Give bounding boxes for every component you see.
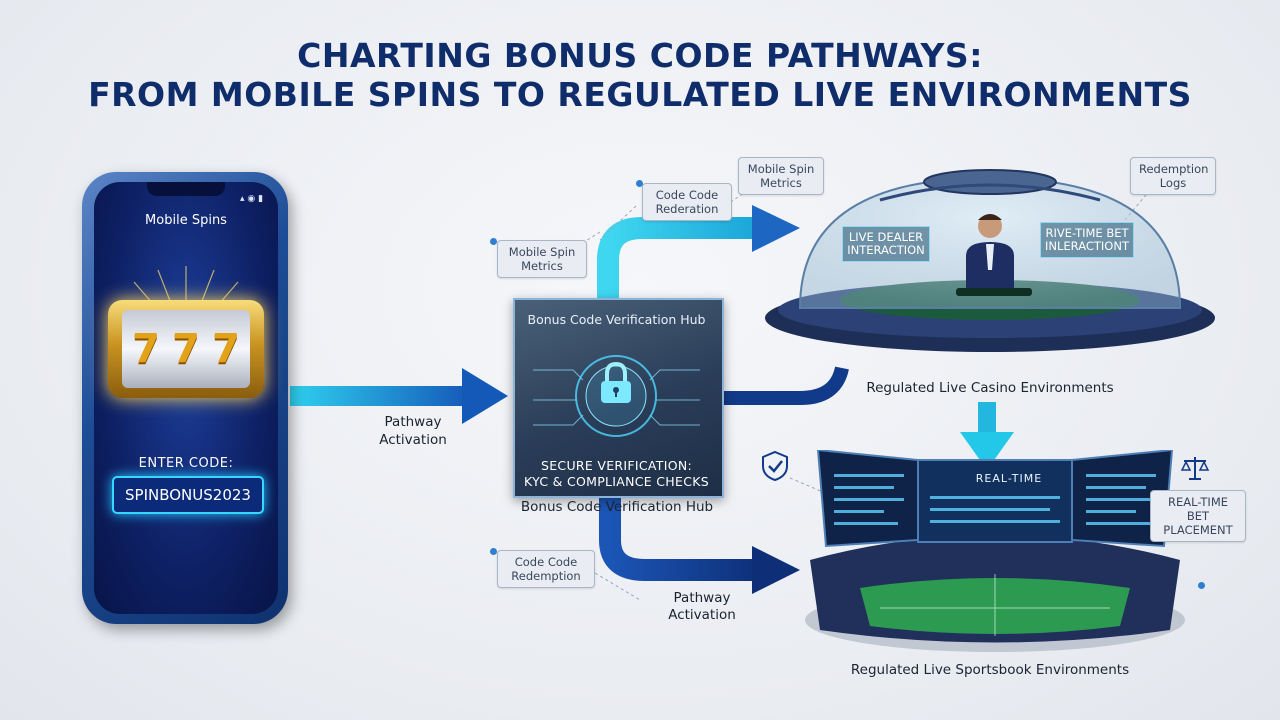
chip-text: Metrics bbox=[521, 259, 563, 273]
chip-text: Rederation bbox=[655, 202, 719, 216]
chip-text: PLACEMENT bbox=[1163, 523, 1233, 537]
chip-text: Code Code bbox=[655, 188, 719, 202]
chip-marker-dot bbox=[490, 238, 497, 245]
chip-mobile-spin-metrics-top: Mobile Spin Metrics bbox=[738, 157, 824, 195]
hub-title: Bonus Code Verification Hub bbox=[527, 312, 706, 327]
live-casino-dome bbox=[765, 169, 1215, 352]
chip-marker-dot bbox=[636, 180, 643, 187]
hub-subtitle-2: KYC & COMPLIANCE CHECKS bbox=[524, 474, 709, 489]
pathway-activation-label-2: Activation bbox=[379, 432, 447, 448]
pathway-activation-bottom-2: Activation bbox=[668, 607, 736, 623]
dome-panel-right: RIVE-TIME BET INLERACTIONT bbox=[1040, 222, 1134, 258]
slot-reel-window bbox=[122, 310, 250, 388]
shield-check-icon bbox=[760, 450, 790, 482]
chip-marker-dot bbox=[490, 548, 497, 555]
chip-redemption-logs: Redemption Logs bbox=[1130, 157, 1216, 195]
live-sportsbook-stadium bbox=[805, 450, 1185, 652]
phone-screen bbox=[94, 182, 278, 614]
slot-reel-1: 7 bbox=[132, 326, 160, 372]
chip-text: Metrics bbox=[760, 176, 802, 190]
chip-real-time-bet: REAL-TIME BET PLACEMENT bbox=[1150, 490, 1246, 542]
dome-panel-right-line-1: RIVE-TIME BET bbox=[1045, 226, 1129, 240]
slot-reel-3: 7 bbox=[212, 326, 240, 372]
hub-caption: Bonus Code Verification Hub bbox=[520, 499, 714, 515]
dome-panel-left-line-1: LIVE DEALER bbox=[848, 230, 924, 244]
phone-header: Mobile Spins bbox=[145, 213, 227, 228]
chip-text: Code Code bbox=[514, 555, 578, 569]
chip-text: Redemption bbox=[1139, 162, 1209, 176]
page-title-line-1: CHARTING BONUS CODE PATHWAYS: bbox=[297, 36, 983, 75]
pathway-activation-label-1: Pathway bbox=[384, 414, 442, 430]
casino-caption: Regulated Live Casino Environments bbox=[866, 380, 1114, 396]
dome-panel-right-line-2: INLERACTIONT bbox=[1045, 239, 1129, 253]
chip-mobile-spin-metrics-left: Mobile Spin Metrics bbox=[497, 240, 587, 278]
lock-icon bbox=[597, 361, 635, 406]
page-title-line-2: FROM MOBILE SPINS TO REGULATED LIVE ENVI… bbox=[88, 75, 1192, 114]
pathway-activation-bottom-1: Pathway bbox=[673, 590, 731, 606]
chip-text: Redemption bbox=[511, 569, 581, 583]
chip-text: Mobile Spin bbox=[508, 245, 576, 259]
status-icons: ▴ ◉ ▮ bbox=[240, 194, 264, 204]
stadium-board-center: REAL-TIME bbox=[975, 472, 1043, 485]
enter-code-label: ENTER CODE: bbox=[138, 456, 234, 471]
chip-code-redemption-top: Code Code Rederation bbox=[642, 183, 732, 221]
bonus-code-input[interactable]: SPINBONUS2023 bbox=[112, 476, 264, 514]
phone-notch bbox=[147, 182, 225, 196]
chip-text: Logs bbox=[1159, 176, 1187, 190]
hub-subtitle-1: SECURE VERIFICATION: bbox=[541, 458, 692, 473]
sportsbook-caption: Regulated Live Sportsbook Environments bbox=[850, 662, 1130, 678]
chip-text: REAL-TIME BET bbox=[1167, 495, 1229, 523]
dome-panel-left: LIVE DEALER INTERACTION bbox=[842, 226, 930, 262]
slot-reel-2: 7 bbox=[172, 326, 200, 372]
chip-marker-dot bbox=[1198, 582, 1205, 589]
dome-panel-left-line-2: INTERACTION bbox=[847, 243, 925, 257]
arrow-phone-to-hub bbox=[290, 368, 508, 424]
scales-icon bbox=[1180, 454, 1210, 482]
spin-burst bbox=[107, 266, 265, 382]
verification-hub bbox=[513, 298, 724, 498]
chip-code-redemption-bottom: Code Code Redemption bbox=[497, 550, 595, 588]
chip-text: Mobile Spin bbox=[747, 162, 815, 176]
